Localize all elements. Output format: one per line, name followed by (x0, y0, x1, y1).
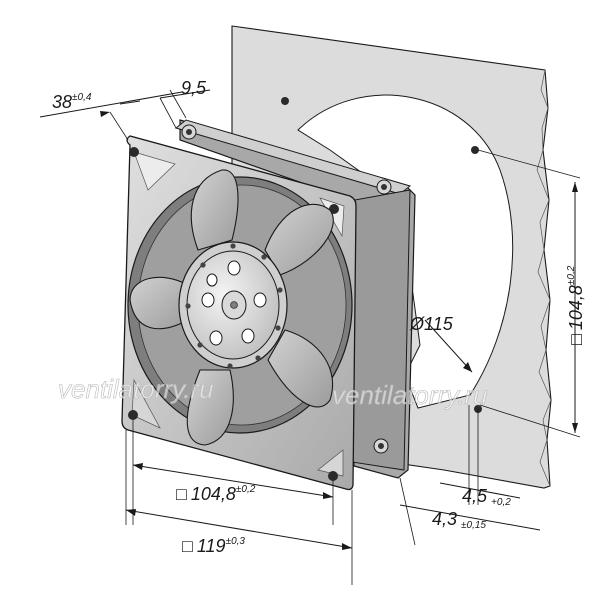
depth-label: 38±0,4 (52, 92, 92, 112)
fan-impeller (129, 169, 334, 446)
plate-hole-icon (281, 97, 289, 105)
front-mount-hole-icon (128, 410, 138, 420)
blade (129, 276, 189, 330)
dimension-labels: 38±0,4 9,5 □104,8±0,2 Ø115 4,5+0,2 4,3±0… (52, 78, 586, 556)
blade (267, 329, 334, 408)
plate-hole-icon (471, 146, 479, 154)
hole-pitch-horizontal-label: □104,8±0,2 (176, 484, 256, 504)
watermark-left: ventilatorry.ru (58, 374, 214, 404)
flange-label: 9,5 (181, 78, 207, 98)
blade (186, 369, 234, 446)
frame-size-label: □119±0,3 (182, 536, 245, 556)
fan-hub (178, 241, 288, 369)
hole-offset-label: 4,5+0,2 (462, 486, 511, 508)
hole-diameter-label: 4,3±0,15 (432, 509, 486, 531)
blade (190, 169, 239, 251)
hole-pitch-vertical-label: □104,8±0,2 (566, 265, 586, 345)
dimension-lines (39, 89, 581, 585)
impeller-diameter-label: Ø115 (409, 314, 454, 334)
plate-cutout (297, 94, 514, 409)
front-mount-hole-icon (328, 471, 338, 481)
svg-text:□104,8±0,2: □104,8±0,2 (566, 265, 586, 345)
watermark-right: ventilatorry.ru (332, 380, 488, 410)
blade (264, 203, 334, 276)
front-mount-hole-icon (129, 147, 139, 157)
